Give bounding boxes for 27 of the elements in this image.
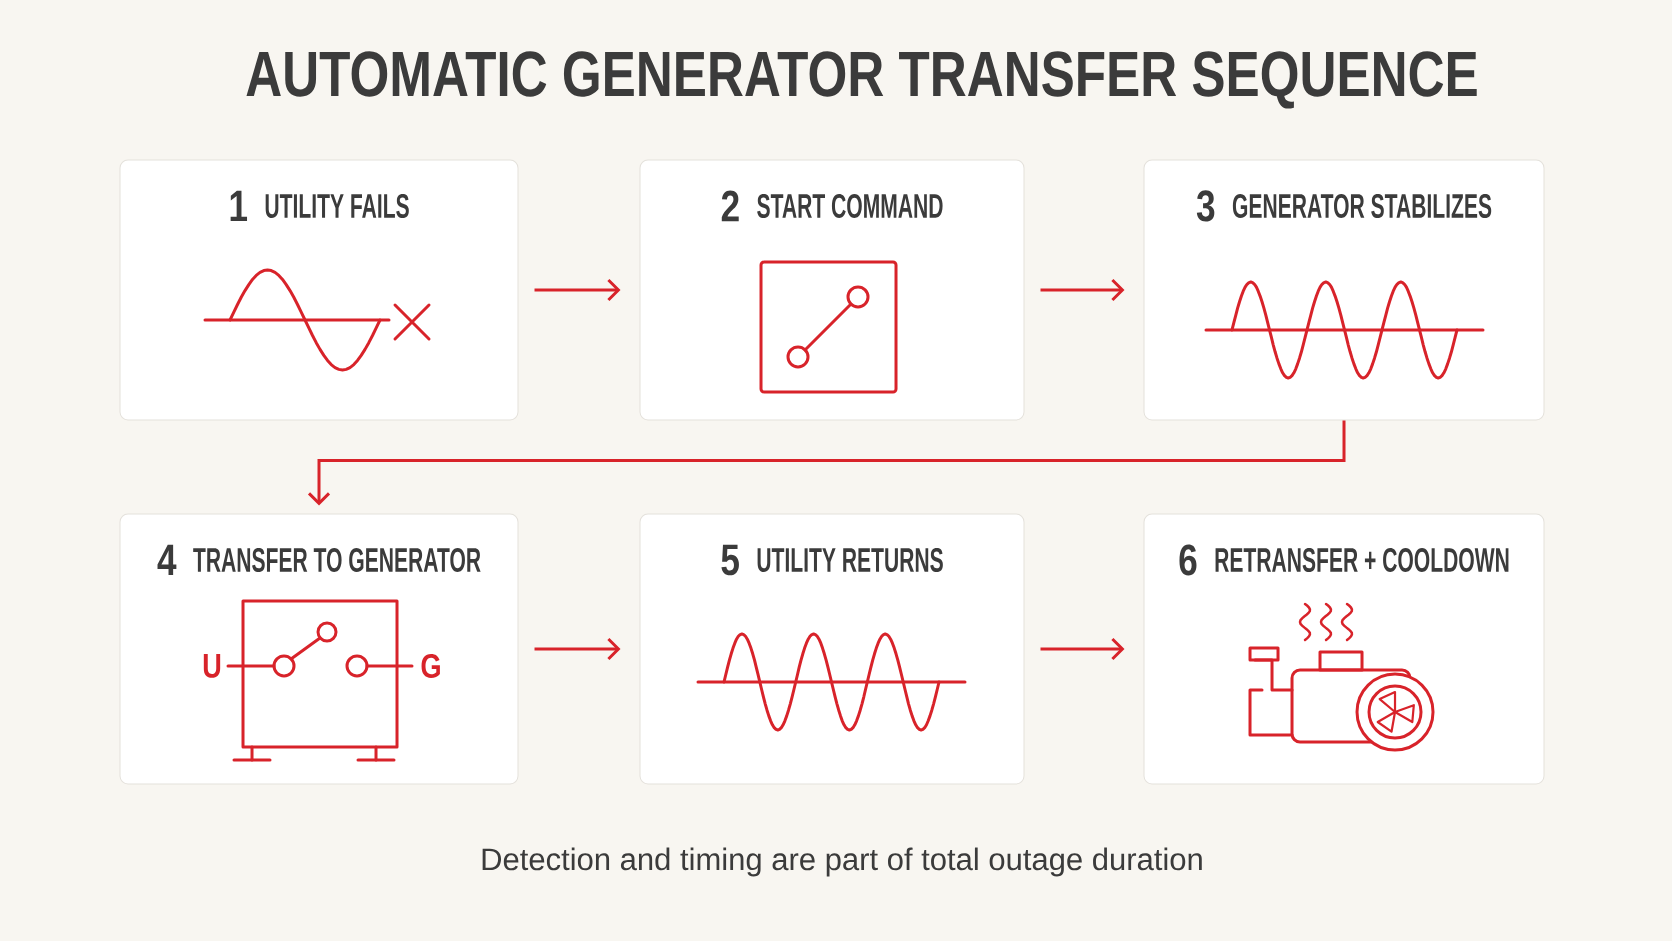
step-number: 2 <box>721 190 739 222</box>
step-number: 5 <box>721 544 739 576</box>
terminal-label: G <box>421 653 440 678</box>
step-card <box>1143 513 1545 785</box>
title: AUTOMATIC GENERATOR TRANSFER SEQUENCE <box>246 51 1477 109</box>
step-heading: TRANSFER TO GENERATOR <box>193 547 481 572</box>
terminal-label: U <box>203 654 221 678</box>
step-card <box>1143 159 1545 421</box>
step-card <box>119 513 519 785</box>
step-heading: RETRANSFER + COOLDOWN <box>1215 547 1509 572</box>
arrow <box>307 420 1346 506</box>
step-number: 6 <box>1179 544 1197 576</box>
step-heading: UTILITY RETURNS <box>757 547 943 572</box>
step-number: 4 <box>157 544 177 576</box>
step-card <box>639 513 1025 785</box>
arrow <box>1040 637 1125 661</box>
step-card <box>639 159 1025 421</box>
step-number: 3 <box>1196 190 1215 222</box>
step-card <box>119 159 519 421</box>
step-heading: GENERATOR STABILIZES <box>1232 193 1492 218</box>
arrow <box>534 637 621 661</box>
step-heading: UTILITY FAILS <box>265 193 409 218</box>
step-number: 1 <box>230 190 248 222</box>
step-heading: START COMMAND <box>757 193 943 218</box>
arrow <box>1040 278 1125 302</box>
caption: Detection and timing are part of total outage duration <box>482 847 1202 877</box>
arrow <box>534 278 621 302</box>
